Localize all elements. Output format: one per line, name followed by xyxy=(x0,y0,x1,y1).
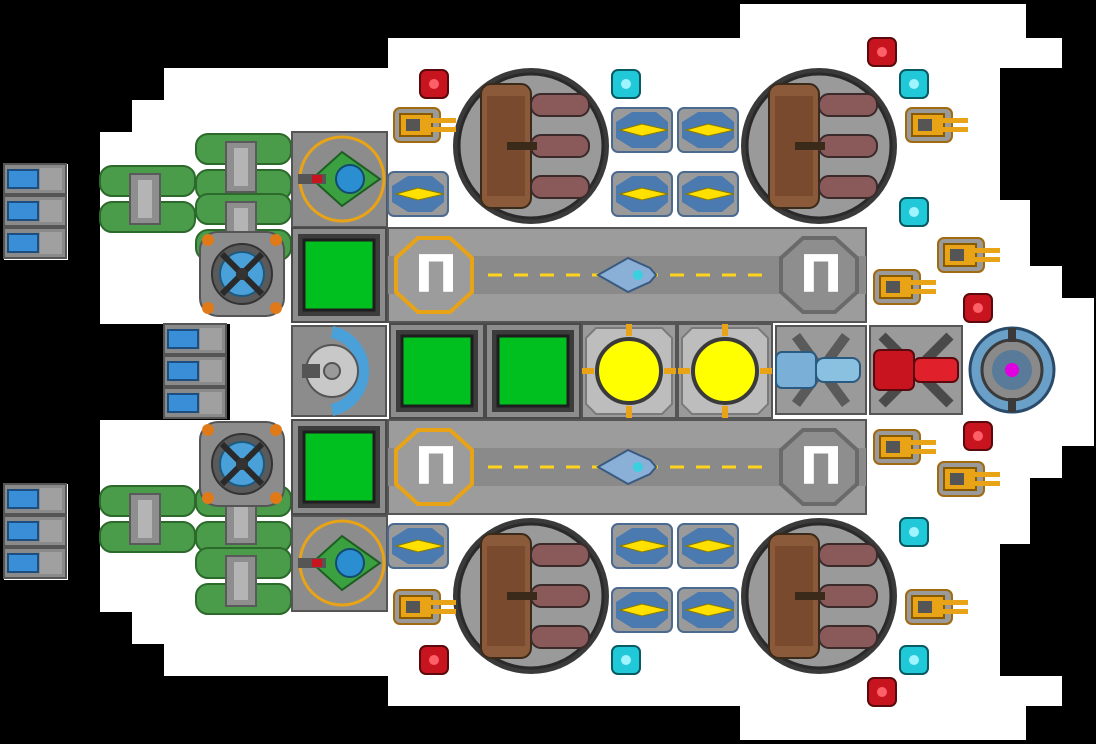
fighter-icon[interactable] xyxy=(290,130,389,229)
cyan-light-icon[interactable] xyxy=(899,517,929,547)
turret-icon[interactable] xyxy=(739,66,899,226)
gatling-icon[interactable] xyxy=(677,587,739,633)
gatling-icon[interactable] xyxy=(677,523,739,569)
hangar-runway[interactable] xyxy=(386,226,868,324)
thruster-icon[interactable] xyxy=(3,163,67,259)
hangar-sign: Π xyxy=(799,245,843,305)
gatling-icon[interactable] xyxy=(611,171,673,217)
missile-icon[interactable] xyxy=(775,325,867,415)
gyro-icon[interactable] xyxy=(200,422,284,506)
thruster-icon[interactable] xyxy=(3,483,67,579)
gatling-icon[interactable] xyxy=(611,107,673,153)
shield-generator-icon[interactable] xyxy=(291,325,387,417)
red-light-icon[interactable] xyxy=(963,293,993,323)
turret-icon[interactable] xyxy=(451,66,611,226)
cyan-light-icon[interactable] xyxy=(899,197,929,227)
hangar-runway[interactable] xyxy=(386,418,868,516)
landing-pad-icon[interactable] xyxy=(484,322,582,420)
landing-pad-icon[interactable] xyxy=(290,418,388,516)
turret-icon[interactable] xyxy=(739,516,899,676)
turret-icon[interactable] xyxy=(451,516,611,676)
gatling-icon[interactable] xyxy=(387,523,449,569)
landing-pad-icon[interactable] xyxy=(290,226,388,324)
hangar-sign: Π xyxy=(799,437,843,497)
gyro-icon[interactable] xyxy=(200,232,284,316)
red-light-icon[interactable] xyxy=(963,421,993,451)
thruster-icon[interactable] xyxy=(163,323,227,419)
red-light-icon[interactable] xyxy=(867,37,897,67)
red-light-icon[interactable] xyxy=(419,645,449,675)
gatling-icon[interactable] xyxy=(677,107,739,153)
cyan-light-icon[interactable] xyxy=(899,69,929,99)
power-core-icon[interactable] xyxy=(580,322,678,420)
red-light-icon[interactable] xyxy=(867,677,897,707)
power-core-icon[interactable] xyxy=(676,322,774,420)
gatling-icon[interactable] xyxy=(611,523,673,569)
gatling-icon[interactable] xyxy=(611,587,673,633)
hangar-sign: Π xyxy=(414,437,458,497)
ship-core-icon[interactable] xyxy=(968,326,1056,414)
gatling-icon[interactable] xyxy=(387,171,449,217)
landing-pad-icon[interactable] xyxy=(388,322,486,420)
hangar-sign: Π xyxy=(414,245,458,305)
fighter-icon[interactable] xyxy=(290,514,389,613)
red-light-icon[interactable] xyxy=(419,69,449,99)
cyan-light-icon[interactable] xyxy=(899,645,929,675)
cyan-light-icon[interactable] xyxy=(611,69,641,99)
cyan-light-icon[interactable] xyxy=(611,645,641,675)
red-weapon-icon[interactable] xyxy=(869,325,963,415)
gatling-icon[interactable] xyxy=(677,171,739,217)
